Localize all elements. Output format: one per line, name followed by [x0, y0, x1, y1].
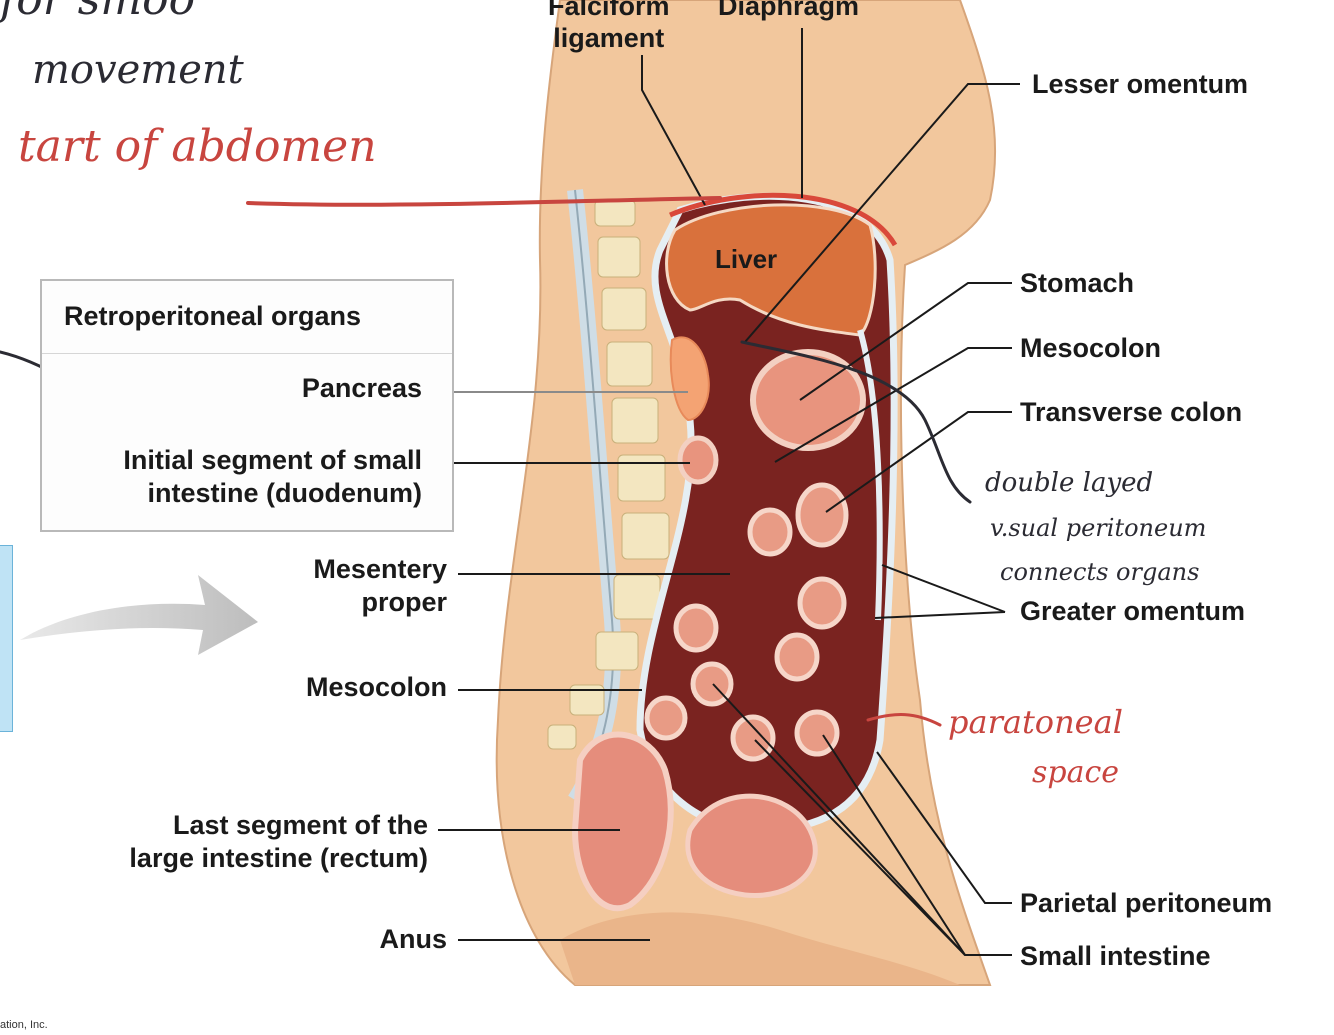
intestine-loops — [644, 482, 849, 762]
handwriting-red-stroke — [866, 713, 942, 727]
label-rectum: Last segment of the large intestine (rec… — [129, 810, 428, 873]
duodenum — [677, 435, 719, 485]
leader-lines — [432, 28, 1020, 956]
handwriting-for-smooth: for smoo — [0, 0, 195, 22]
label-parietal-peritoneum: Parietal peritoneum — [1020, 888, 1273, 918]
label-small-intestine: Small intestine — [1020, 941, 1211, 971]
handwriting-red-underline — [246, 196, 722, 207]
label-mesocolon-left: Mesocolon — [305, 672, 447, 702]
handwriting-visceral-peritoneum: v.sual peritoneum — [990, 514, 1207, 542]
label-falciform-ligament: Falciform ligament — [548, 0, 670, 53]
handwriting-movement: movement — [32, 47, 244, 93]
pancreas — [669, 336, 710, 422]
label-duodenum: Initial segment of small intestine (duod… — [123, 445, 422, 508]
handwriting-connects-organs: connects organs — [1000, 558, 1200, 586]
handwriting-black-stroke — [740, 340, 972, 504]
side-panel-fragment — [0, 545, 13, 732]
greater-omentum-fold — [857, 329, 883, 621]
grey-arrow — [20, 575, 258, 655]
handwriting-double-layer: double layed — [985, 468, 1154, 498]
liver — [665, 203, 877, 337]
label-diaphragm: Diaphragm — [718, 0, 860, 21]
pelvic-organs — [685, 793, 818, 899]
label-pancreas: Pancreas — [301, 373, 422, 403]
label-anus: Anus — [379, 924, 448, 954]
label-stomach: Stomach — [1020, 268, 1135, 298]
handwriting-start-of-abdomen: tart of abdomen — [18, 121, 377, 172]
vertebral-column — [547, 189, 670, 805]
label-liver: Liver — [715, 244, 778, 274]
label-transverse-colon: Transverse colon — [1020, 397, 1243, 427]
retroperitoneal-box-title: Retroperitoneal organs — [64, 301, 362, 331]
handwriting-paratonal: paratoneal — [948, 703, 1123, 741]
retroperitoneal-box-header: Retroperitoneal organs — [42, 281, 452, 354]
label-greater-omentum: Greater omentum — [1020, 596, 1246, 626]
lower-body-shading — [560, 912, 960, 985]
copyright-notice: ation, Inc. — [0, 1019, 48, 1031]
label-mesocolon-right: Mesocolon — [1020, 333, 1162, 363]
diaphragm-line — [669, 192, 898, 247]
rectum — [571, 731, 674, 912]
handwriting-space: space — [1032, 755, 1120, 790]
label-lesser-omentum: Lesser omentum — [1032, 69, 1249, 99]
label-mesentery-proper: Mesentery proper — [313, 554, 447, 617]
retroperitoneal-organs-box: Retroperitoneal organs — [40, 279, 454, 532]
